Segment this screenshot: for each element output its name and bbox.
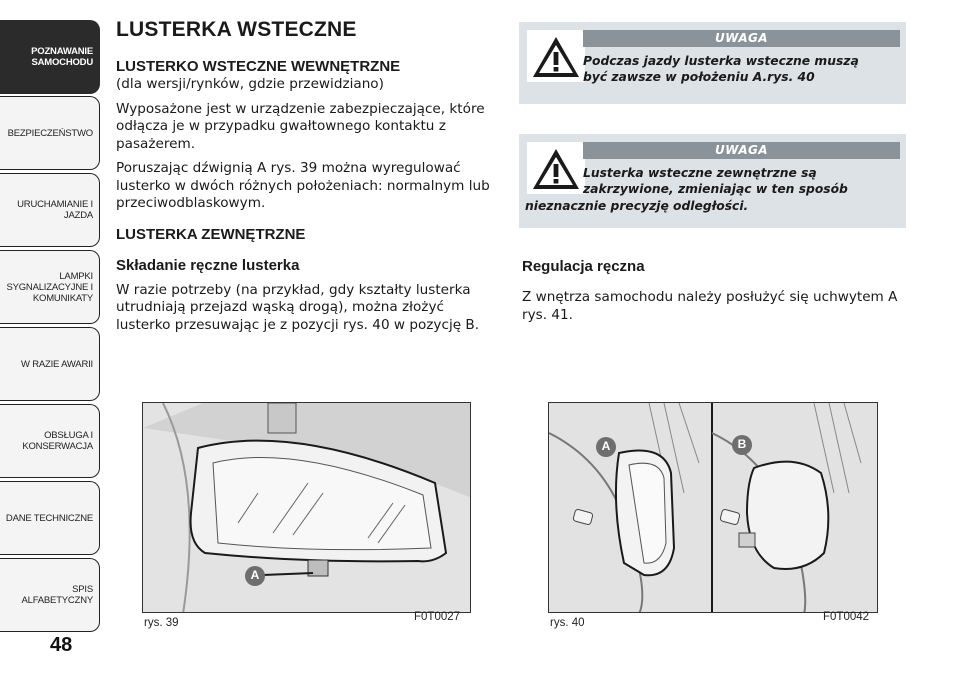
- tab-bezpieczenstwo[interactable]: BEZPIECZEŃSTWO: [0, 96, 100, 170]
- paragraph-lever-adjust: Poruszając dźwignią A rys. 39 można wyre…: [116, 160, 490, 211]
- subheading-manual-folding: Składanie ręczne lusterka: [116, 256, 300, 274]
- tab-dane-techniczne[interactable]: DANE TECHNICZNE: [0, 481, 100, 555]
- tab-w-razie-awarii[interactable]: W RAZIE AWARII: [0, 327, 100, 401]
- left-column: LUSTERKO WSTECZNE WEWNĘTRZNE (dla wersji…: [116, 58, 500, 334]
- subheading-manual-adjust: Regulacja ręczna: [522, 258, 645, 275]
- warning-box-1: UWAGA Podczas jazdy lusterka wsteczne mu…: [519, 22, 906, 104]
- interior-mirror-illustration: [143, 403, 470, 612]
- tab-obsluga-konserwacja[interactable]: OBSŁUGA I KONSERWACJA: [0, 404, 100, 478]
- figure-code: F0T0042: [823, 611, 870, 623]
- figure-label-a: A: [601, 439, 611, 453]
- warning-text-line: zakrzywione, zmieniając w ten sposób: [583, 182, 848, 196]
- right-column: Regulacja ręczna Z wnętrza samochodu nal…: [522, 258, 912, 324]
- section-note: (dla wersji/rynków, gdzie przewidziano): [116, 76, 384, 92]
- tab-lampki-sygnalizacyjne[interactable]: LAMPKI SYGNALIZACYJNE I KOMUNIKATY: [0, 250, 100, 324]
- figure-rys-39: A: [142, 402, 471, 613]
- section-heading-internal-mirror: LUSTERKO WSTECZNE WEWNĘTRZNE: [116, 58, 401, 75]
- warning-triangle-icon: [527, 142, 585, 194]
- warning-text-line: nieznacznie precyzję odległości.: [525, 199, 749, 213]
- exterior-mirror-illustration: [549, 403, 877, 612]
- warning-header: UWAGA: [583, 142, 900, 159]
- paragraph-safety-device: Wyposażone jest w urządzenie zabezpiecza…: [116, 100, 485, 152]
- figure-label-a: A: [250, 568, 260, 582]
- warning-box-2: UWAGA Lusterka wsteczne zewnętrzne są za…: [519, 134, 906, 228]
- figure-label-b: B: [737, 437, 747, 451]
- warning-text-line: Lusterka wsteczne zewnętrzne są: [583, 166, 817, 180]
- warning-triangle-icon: [527, 30, 585, 82]
- paragraph-folding: W razie potrzeby (na przykład, gdy kszta…: [116, 281, 480, 333]
- paragraph-manual-adjust: Z wnętrza samochodu należy posłużyć się …: [522, 289, 898, 323]
- page-number: 48: [50, 634, 73, 656]
- figure-code: F0T0027: [414, 611, 461, 623]
- page-title: LUSTERKA WSTECZNE: [116, 18, 357, 41]
- figure-caption: rys. 40: [550, 617, 585, 629]
- tab-spis-alfabetyczny[interactable]: SPIS ALFABETYCZNY: [0, 558, 100, 632]
- figure-caption: rys. 39: [144, 617, 179, 629]
- section-heading-external-mirrors: LUSTERKA ZEWNĘTRZNE: [116, 225, 306, 243]
- warning-header: UWAGA: [583, 30, 900, 47]
- warning-text-line: być zawsze w położeniu A.rys. 40: [583, 70, 815, 84]
- tab-poznawanie-samochodu[interactable]: POZNAWANIE SAMOCHODU: [0, 20, 100, 94]
- figure-rys-40: A B: [548, 402, 878, 613]
- warning-text-line: Podczas jazdy lusterka wsteczne muszą: [583, 54, 859, 68]
- tab-uruchamianie-jazda[interactable]: URUCHAMIANIE I JAZDA: [0, 173, 100, 247]
